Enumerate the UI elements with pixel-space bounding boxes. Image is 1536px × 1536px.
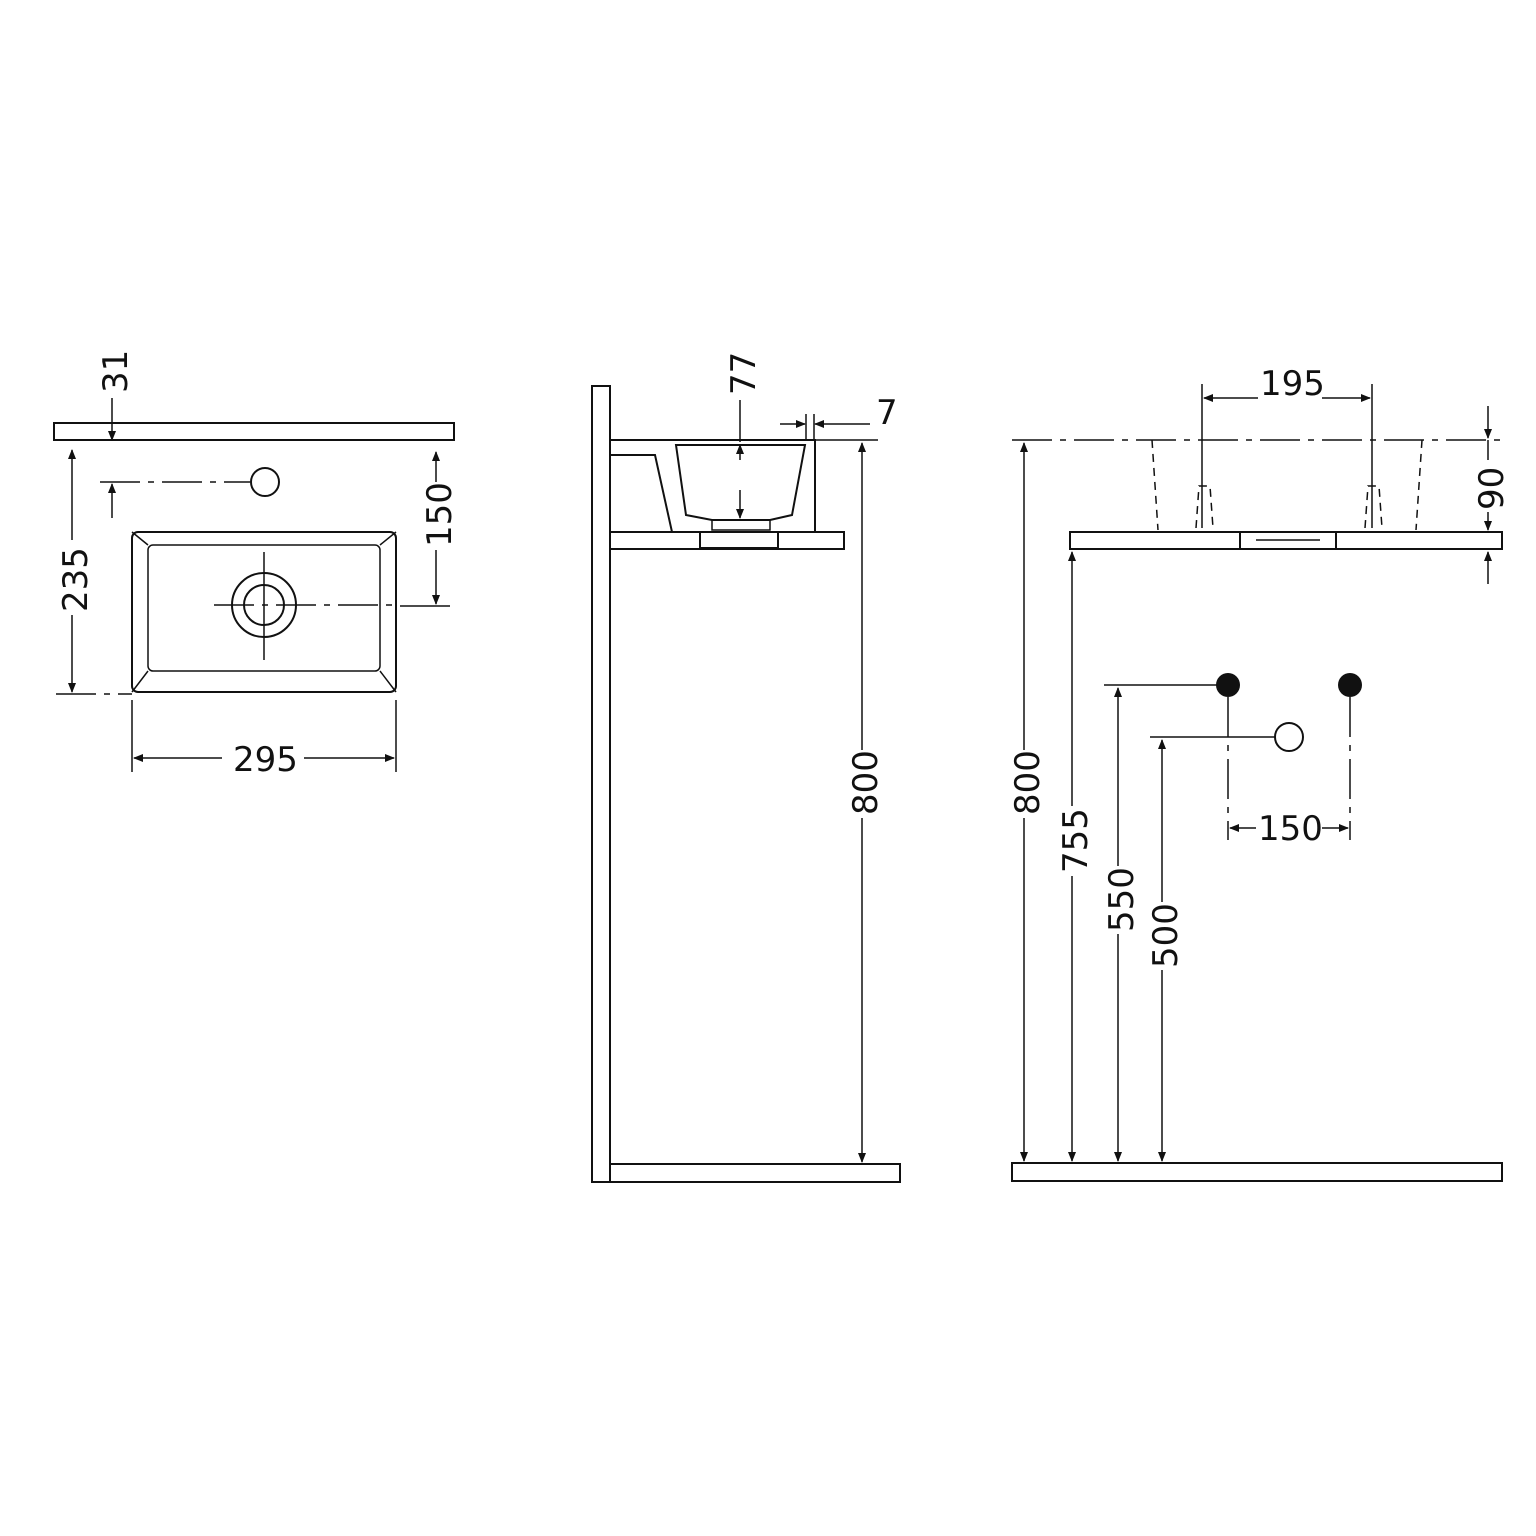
wall-section bbox=[53, 422, 455, 441]
dim-waste-height: 500 bbox=[1146, 903, 1186, 968]
dim-width: 295 bbox=[233, 740, 298, 780]
basin-outline bbox=[131, 531, 397, 693]
basin-inner-bowl bbox=[147, 544, 381, 672]
floor-section bbox=[1011, 1162, 1503, 1182]
dim-top-width: 195 bbox=[1260, 364, 1325, 404]
side-view: 77 7 800 bbox=[591, 352, 901, 1183]
supply-point-left bbox=[1216, 673, 1240, 697]
tap-hole bbox=[250, 467, 280, 497]
dim-rim-thickness: 7 bbox=[876, 393, 898, 433]
dim-shelf-height: 755 bbox=[1056, 808, 1096, 873]
dim-height: 800 bbox=[846, 750, 886, 815]
dim-depth: 235 bbox=[56, 547, 96, 612]
dim-tap-to-waste: 150 bbox=[420, 482, 460, 547]
dim-supply-spacing: 150 bbox=[1258, 809, 1323, 849]
dim-bowl-depth: 77 bbox=[724, 352, 764, 395]
floor-section bbox=[609, 1163, 901, 1183]
supply-point-right bbox=[1338, 673, 1362, 697]
dim-tap-offset: 31 bbox=[96, 350, 136, 393]
dim-height: 800 bbox=[1008, 750, 1048, 815]
waste-point bbox=[1274, 722, 1304, 752]
front-view: 195 90 800 755 550 500 150 bbox=[1008, 364, 1512, 1182]
shelf-section bbox=[609, 531, 845, 550]
basin-hidden-outline bbox=[1151, 439, 1423, 531]
plan-view: 31 235 150 295 bbox=[53, 350, 460, 780]
dim-supply-height: 550 bbox=[1102, 867, 1142, 932]
dim-height-above-shelf: 90 bbox=[1472, 467, 1512, 510]
wall-section bbox=[591, 385, 611, 1183]
